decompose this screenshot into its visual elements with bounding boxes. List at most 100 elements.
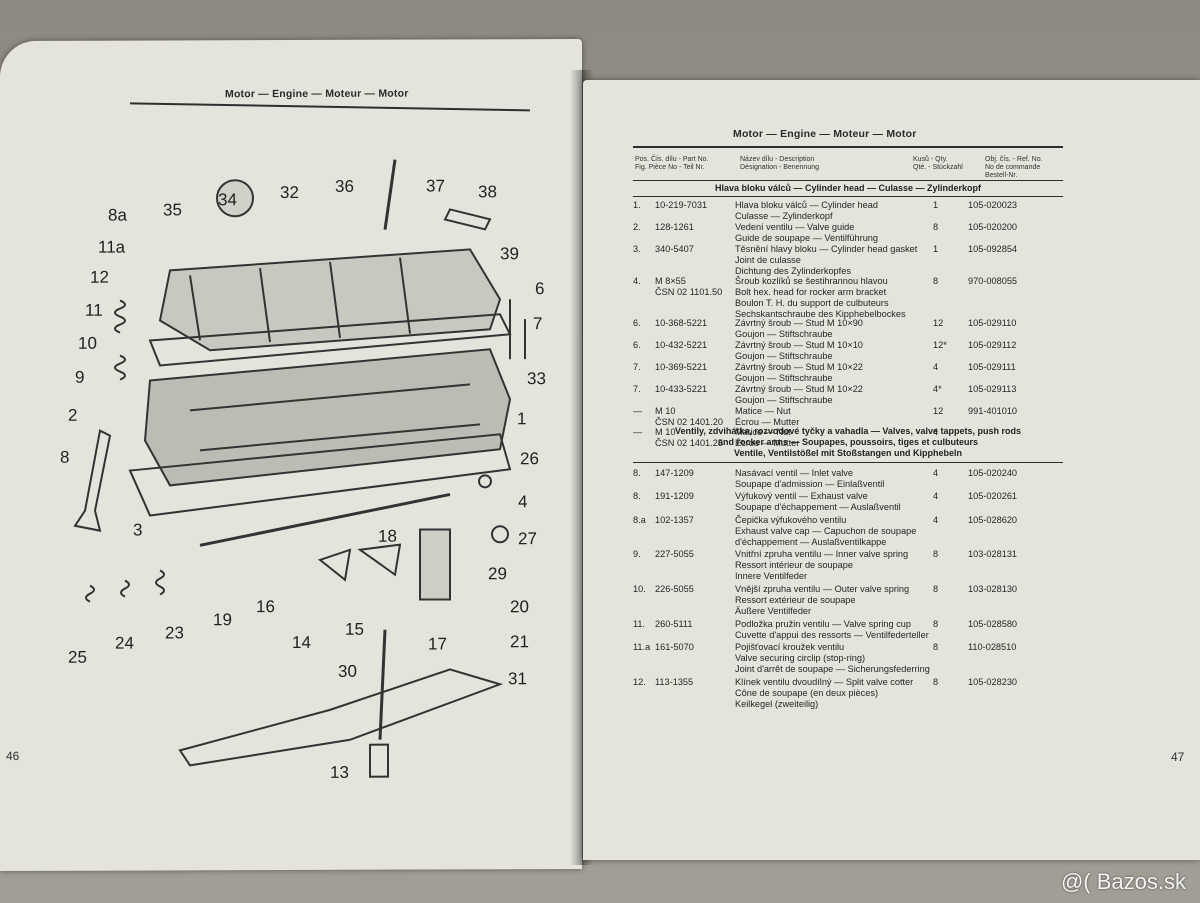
row-description-line: Valve securing circlip (stop-ring): [735, 653, 866, 663]
row-description-line: Goujon — Stiftschraube: [735, 351, 833, 362]
row-part-number: 102-1357: [655, 514, 694, 525]
row-description-line: Cuvette d'appui des ressorts — Ventilfed…: [735, 629, 929, 640]
row-quantity: 8: [933, 275, 939, 286]
row-position: 12.: [633, 676, 646, 687]
row-part-number: 128-1261: [655, 221, 694, 232]
column-header-part: Pos. Čís. dílu - Part No. Fig. Pièce No …: [635, 156, 709, 171]
row-description-line: Sechskantschraube des Kipphebelbockes: [735, 308, 906, 319]
callout: 30: [338, 662, 357, 681]
callout: 27: [518, 529, 537, 548]
row-quantity: 12*: [933, 340, 947, 351]
row-description-line: Joint de culasse: [735, 254, 801, 265]
row-description-line: Pojišťovací kroužek ventilu: [735, 642, 845, 652]
callout: 36: [335, 177, 354, 196]
row-reference-number: 103-028130: [968, 584, 1018, 594]
row-description-line: Dichtung des Zylinderkopfes: [735, 265, 851, 276]
row-quantity: 4: [933, 362, 939, 372]
row-description-line: Těsnění hlavy bloku — Cylinder head gask…: [735, 243, 918, 254]
callout: 38: [478, 182, 497, 201]
row-position: 6.: [633, 318, 641, 329]
row-quantity: 8: [933, 676, 939, 687]
callout: 39: [500, 244, 519, 263]
callout: 31: [508, 669, 527, 688]
row-position: 9.: [633, 549, 641, 560]
row-quantity: 8: [933, 584, 939, 594]
left-page-number: 46: [6, 748, 20, 763]
row-reference-number: 105-020023: [968, 200, 1018, 210]
row-quantity: 8: [933, 221, 939, 232]
row-part-number: M 10 ČSN 02 1401.25: [655, 427, 723, 449]
table-row: 6. 10-368-5221 Závrtný šroub — Stud M 10×9…: [633, 318, 1073, 339]
callout: 19: [213, 610, 232, 629]
callout: 16: [256, 597, 275, 616]
row-description-line: Výfukový ventil — Exhaust valve: [735, 491, 868, 502]
row-reference-number: 105-029110: [968, 318, 1017, 329]
right-header-rule-bottom: [633, 180, 1063, 181]
engine-exploded-diagram: 8a 11a 12 11 10 9 2 8 3 35 34 32 36 37 3…: [60, 159, 546, 782]
row-part-number: 10-368-5221: [655, 318, 708, 329]
row-part-number: 10-432-5221: [655, 340, 708, 351]
row-quantity: 12: [933, 405, 944, 416]
row-description-line: Šroub kozlíků se šestihrannou hlavou: [735, 275, 888, 286]
diagram-callouts: 8a 11a 12 11 10 9 2 8 3 35 34 32 36 37 3…: [60, 176, 546, 782]
callout: 34: [218, 190, 237, 209]
row-description: Klínek ventilu dvoudílný — Split valve c…: [735, 677, 913, 710]
callout: 3: [133, 521, 142, 540]
row-description-line: Bolt hex. head for rocker arm bracket: [735, 286, 887, 297]
row-quantity: 8: [933, 618, 939, 629]
row-reference-number: 105-020261: [968, 491, 1018, 502]
row-part-number: 10-219-7031: [655, 200, 708, 210]
row-reference-number: 970-008055: [968, 275, 1018, 286]
callout: 37: [426, 176, 445, 195]
section-title-valves: Ventily, zdvihátka, rozvodové tyčky a va…: [675, 426, 1021, 458]
callout: 33: [527, 369, 546, 388]
row-description-line: Exhaust valve cap — Capuchon de soupape: [735, 525, 917, 536]
row-part-number: 10-369-5221: [655, 362, 708, 372]
callout: 7: [533, 314, 542, 333]
row-description-line: Écrou — Mutter: [735, 416, 800, 427]
row-reference-number: 105-029111: [968, 362, 1016, 372]
callout: 4: [518, 492, 527, 511]
row-quantity: 1: [933, 243, 939, 254]
callout: 13: [330, 763, 349, 782]
row-part-number: 227-5055: [655, 549, 694, 560]
row-reference-number: 105-020240: [968, 468, 1018, 478]
row-description-line: Klínek ventilu dvoudílný — Split valve c…: [735, 676, 914, 687]
row-description-line: Boulon T. H. du support de culbuteurs: [735, 297, 889, 308]
row-quantity: 4: [933, 427, 939, 438]
row-reference-number: 105-028620: [968, 514, 1018, 525]
row-position: 11.a: [633, 642, 651, 652]
row-part-number: 10-433-5221: [655, 383, 708, 394]
row-reference-number: 105-020200: [968, 221, 1018, 232]
row-part-number: M 10 ČSN 02 1401.20: [655, 405, 723, 427]
callout: 6: [535, 279, 544, 298]
row-description-line: Nasávací ventil — Inlet valve: [735, 468, 853, 478]
callout: 14: [292, 633, 311, 652]
row-description-line: Cône de soupape (en deux pièces): [735, 687, 879, 698]
row-position: 2.: [633, 221, 641, 232]
row-reference-number: 991-401010: [968, 405, 1018, 416]
row-description-line: Závrtný šroub — Stud M 10×22: [735, 383, 863, 394]
row-quantity: 4: [933, 514, 939, 525]
row-description: Těsnění hlavy bloku — Cylinder head gask…: [735, 244, 917, 277]
row-part-number: 191-1209: [655, 491, 694, 502]
row-description-line: Podložka pružin ventilu — Valve spring c…: [735, 618, 912, 629]
row-reference-number: 105-092854: [968, 243, 1018, 254]
section2-rule: [633, 462, 1063, 463]
